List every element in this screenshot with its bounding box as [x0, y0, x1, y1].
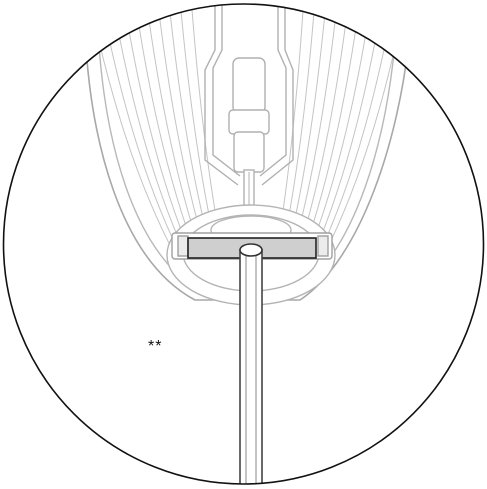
detail-view-content [84, 4, 411, 484]
bulb-socket-collar [228, 109, 270, 135]
stem-upper-frame-right [261, 4, 294, 186]
pole-body [239, 249, 263, 484]
lamp-stem [204, 4, 294, 231]
crossbar-end-left [177, 235, 189, 257]
annotation-asterisks: ** [148, 338, 163, 355]
stem-upper-frame-left [204, 4, 239, 186]
stem-upper-frame-inner-right [259, 4, 287, 177]
bulb-socket-body [233, 131, 265, 173]
detail-circle-outline [2, 3, 485, 485]
crossbar-end-right [317, 235, 329, 257]
pole [239, 243, 263, 484]
stem-upper-frame-inner-left [212, 4, 241, 177]
pole-top-opening [239, 243, 263, 257]
bulb-socket-top [232, 57, 266, 114]
